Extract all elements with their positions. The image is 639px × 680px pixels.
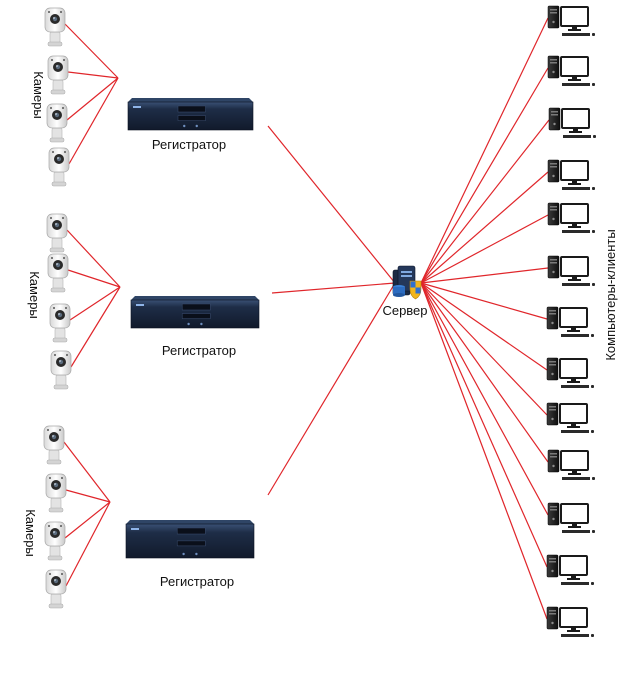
camera-link-1-3: [66, 77, 119, 121]
client-link-3: [420, 119, 550, 284]
cameras-label-2: Камеры: [27, 271, 42, 319]
recorder-server-link-2: [271, 282, 396, 294]
client-link-8: [420, 282, 548, 371]
camera-link-1-2: [67, 71, 119, 79]
camera-icon: [50, 350, 72, 390]
client-computer-icon: [546, 606, 594, 637]
camera-link-3-1: [63, 441, 111, 503]
camera-link-2-3: [69, 286, 121, 321]
recorders-layer: [125, 98, 260, 559]
connection-lines: [63, 17, 550, 620]
server-icon: [392, 265, 422, 300]
clients-label: Компьютеры-клиенты: [603, 229, 618, 360]
camera-link-2-4: [70, 286, 121, 368]
camera-link-1-1: [64, 23, 119, 79]
client-computer-icon: [547, 202, 595, 233]
recorder-label-1: Регистратор: [152, 137, 226, 152]
camera-link-2-1: [66, 229, 121, 288]
client-computer-icon: [547, 255, 595, 286]
recorder-icon: [125, 520, 255, 559]
camera-icon: [49, 303, 71, 343]
client-link-12: [420, 282, 548, 568]
camera-icon: [45, 569, 67, 609]
client-link-6: [420, 267, 549, 284]
client-link-1: [420, 17, 549, 284]
client-link-5: [420, 214, 549, 284]
cameras-label-3: Камеры: [23, 509, 38, 557]
camera-icon: [45, 473, 67, 513]
client-computer-icon: [546, 402, 594, 433]
client-computer-icon: [546, 357, 594, 388]
camera-icon: [47, 253, 69, 293]
client-computer-icon: [547, 5, 595, 36]
camera-link-3-3: [64, 501, 111, 539]
client-link-13: [420, 282, 548, 620]
client-computer-icon: [548, 107, 596, 138]
recorder-icon: [127, 98, 254, 131]
camera-link-2-2: [67, 269, 121, 288]
client-computer-icon: [547, 55, 595, 86]
client-link-7: [420, 282, 548, 320]
camera-icon: [48, 147, 70, 187]
client-link-4: [420, 171, 549, 284]
client-computer-icon: [547, 502, 595, 533]
recorder-label-3: Регистратор: [160, 574, 234, 589]
camera-icon: [47, 55, 69, 95]
camera-link-1-4: [68, 77, 119, 165]
camera-icon: [43, 425, 65, 465]
client-link-11: [420, 282, 549, 516]
client-link-2: [420, 67, 549, 284]
cameras-layer: [43, 7, 72, 609]
camera-icon: [46, 103, 68, 143]
cameras-label-1: Камеры: [31, 71, 46, 119]
recorder-server-link-1: [267, 125, 396, 284]
recorder-icon: [130, 296, 260, 329]
client-computer-icon: [547, 159, 595, 190]
recorder-label-2: Регистратор: [162, 343, 236, 358]
client-computer-icon: [546, 306, 594, 337]
client-computer-icon: [547, 449, 595, 480]
clients-layer: [546, 5, 596, 637]
camera-link-3-4: [65, 501, 111, 587]
client-link-10: [420, 282, 549, 463]
camera-link-3-2: [65, 489, 111, 503]
camera-icon: [44, 521, 66, 561]
server-label: Сервер: [382, 303, 427, 318]
recorder-server-link-3: [267, 282, 396, 496]
client-computer-icon: [546, 554, 594, 585]
client-link-9: [420, 282, 548, 416]
camera-icon: [46, 213, 68, 253]
camera-icon: [44, 7, 66, 47]
